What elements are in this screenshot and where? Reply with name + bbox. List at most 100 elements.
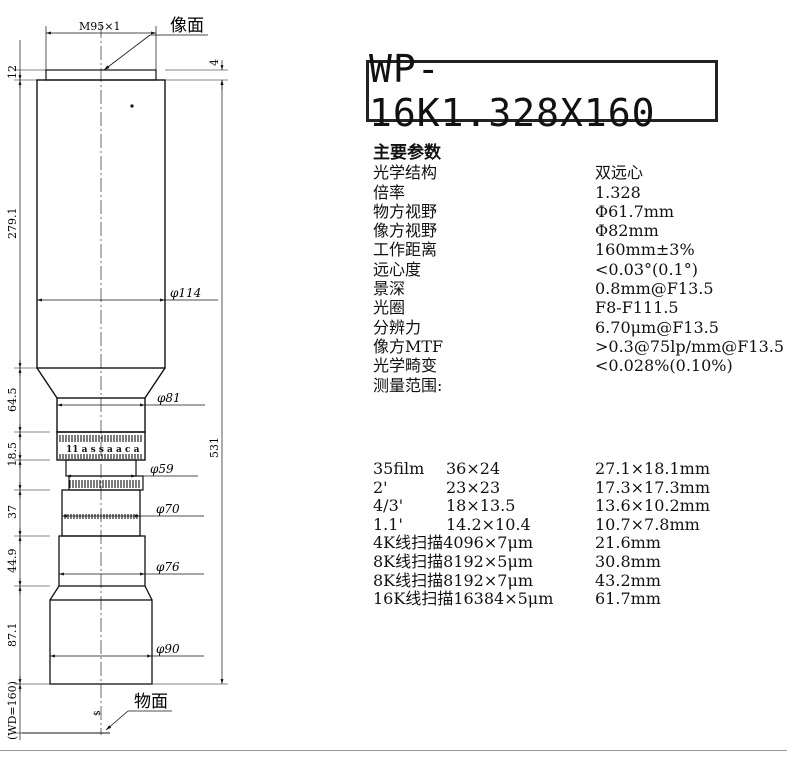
small-dimension-label: 4 [208, 59, 221, 66]
knurl-band-neck [69, 480, 140, 488]
parameter-name: 光学结构 [373, 163, 438, 183]
knurl-band-top [59, 435, 142, 459]
parameter-name: 分辨力 [373, 317, 422, 337]
parameter-name: 像方视野 [373, 221, 438, 241]
parameter-row: 分辨力 6.70μm@F13.5 [373, 318, 787, 337]
line-scan-sensor: 4K线扫描4096×7μm [373, 533, 534, 553]
measurement-row: 2' 23×23 17.3×17.3mm [373, 477, 710, 498]
parameter-value: 双远心 [595, 163, 644, 183]
sensor-format: 1.1' [373, 514, 403, 534]
diameter-label: φ59 [150, 462, 174, 476]
length-dimension-label: 18.5 [6, 442, 19, 467]
parameters-heading: 主要参数 [373, 143, 441, 163]
measurement-range-table: 35film 36×24 27.1×18.1mm 2' 23×23 17.3×17.3mm… [373, 459, 710, 609]
screw-dot [130, 104, 134, 108]
lower-barrel-76 [58, 535, 146, 587]
parameter-row: 光圈 F8-F111.5 [373, 298, 787, 317]
field-of-view: 61.7mm [595, 589, 661, 609]
thread-dimension-label: M95×1 [79, 20, 120, 33]
measurement-row: 8K线扫描8192×5μm 30.8mm [373, 551, 710, 572]
parameter-name: 光学畸变 [373, 356, 438, 376]
image-plane-label: 像面 [170, 16, 204, 36]
sensor-format: 35film [373, 459, 425, 478]
total-length-label: 531 [208, 437, 221, 458]
parameter-name: 测量范围: [373, 375, 443, 395]
parameter-value: F8-F111.5 [595, 298, 679, 318]
parameter-value: <0.028%(0.10%) [595, 356, 733, 376]
sensor-size: 36×24 [446, 459, 501, 478]
parameter-name: 远心度 [373, 259, 422, 279]
knurl-band-lower [64, 514, 138, 519]
parameter-row: 远心度 <0.03°(0.1°) [373, 260, 787, 279]
length-dimension-label: 64.5 [6, 388, 19, 413]
parameter-row: 倍率 1.328 [373, 183, 787, 202]
parameter-value: 1.328 [595, 182, 641, 202]
diameter-label: φ90 [156, 642, 180, 656]
field-of-view: 43.2mm [595, 570, 661, 590]
barrel-taper [36, 367, 166, 399]
parameter-value: 160mm±3% [595, 240, 695, 260]
parameter-value [595, 376, 787, 395]
front-barrel-90 [49, 599, 153, 685]
parameter-row: 景深 0.8mm@F13.5 [373, 279, 787, 298]
diameter-label: φ70 [156, 502, 180, 516]
parameter-name: 景深 [373, 279, 406, 299]
measurement-row: 8K线扫描8192×7μm 43.2mm [373, 570, 710, 591]
parameter-value: <0.03°(0.1°) [595, 259, 698, 279]
parameter-name: 工作距离 [373, 240, 438, 260]
field-of-view: 10.7×7.8mm [595, 514, 700, 534]
diameter-label: φ114 [170, 286, 201, 300]
length-dimension-label: 87.1 [6, 623, 19, 648]
sensor-format: 2' [373, 477, 388, 497]
parameter-row: 光学畸变 <0.028%(0.10%) [373, 356, 787, 375]
measurement-row: 1.1' 14.2×10.4 10.7×7.8mm [373, 514, 710, 535]
parameter-row: 像方MTF >0.3@75lp/mm@F13.5 [373, 337, 787, 356]
parameter-name: 光圈 [373, 298, 406, 318]
sensor-size: 23×23 [446, 477, 501, 497]
measurement-row: 35film 36×24 27.1×18.1mm [373, 459, 710, 479]
parameter-name: 倍率 [373, 182, 406, 202]
field-of-view: 21.6mm [595, 533, 661, 553]
length-dimension-label: 12 [6, 65, 19, 79]
front-taper [49, 585, 153, 601]
parameter-row: 工作距离 160mm±3% [373, 240, 787, 259]
parameter-value: 0.8mm@F13.5 [595, 279, 714, 299]
field-of-view: 13.6×10.2mm [595, 496, 710, 516]
field-of-view: 30.8mm [595, 551, 661, 571]
working-distance-label: (WD=160) [6, 681, 19, 740]
measurement-row: 4K线扫描4096×7μm 21.6mm [373, 534, 710, 553]
line-scan-sensor: 8K线扫描8192×7μm [373, 570, 534, 590]
ring-engraving: 11 a s s a a c a [66, 445, 140, 455]
length-dimension-label: 279.1 [6, 208, 19, 240]
main-barrel [36, 79, 166, 369]
diameter-callouts: φ114 φ81 φ59 φ70 φ76 φ90 [37, 286, 218, 658]
field-of-view: 17.3×17.3mm [595, 477, 710, 497]
parameter-row: 像方视野 Φ82mm [373, 221, 787, 240]
line-scan-sensor: 8K线扫描8192×5μm [373, 551, 534, 571]
object-plane-label: 物面 [134, 692, 168, 712]
field-of-view: 27.1×18.1mm [595, 459, 710, 478]
parameter-row: 光学结构 双远心 [373, 163, 787, 182]
diameter-label: φ76 [156, 560, 180, 574]
parameter-value: Φ61.7mm [595, 201, 675, 221]
parameter-value: Φ82mm [595, 221, 659, 241]
parameter-row: 物方视野 Φ61.7mm [373, 202, 787, 221]
model-title: WP-16K1.328X160 [366, 47, 718, 135]
bottom-divider [0, 750, 787, 751]
left-dimension-chain: 12 279.1 64.5 18.5 37 44.9 87.1 (WD=160) [6, 40, 50, 740]
length-dimension-label: 44.9 [6, 549, 19, 574]
sensor-format: 4/3' [373, 496, 404, 516]
parameter-value: >0.3@75lp/mm@F13.5 [595, 336, 785, 356]
sensor-size: 14.2×10.4 [446, 514, 531, 534]
parameter-name: 像方MTF [373, 336, 444, 356]
bottom-mark: $ [93, 710, 103, 716]
diameter-label: φ81 [157, 391, 181, 405]
parameter-value: 6.70μm@F13.5 [595, 317, 719, 337]
length-dimension-label: 37 [6, 505, 19, 519]
parameter-name: 物方视野 [373, 201, 438, 221]
parameter-row: 测量范围: [373, 376, 787, 395]
